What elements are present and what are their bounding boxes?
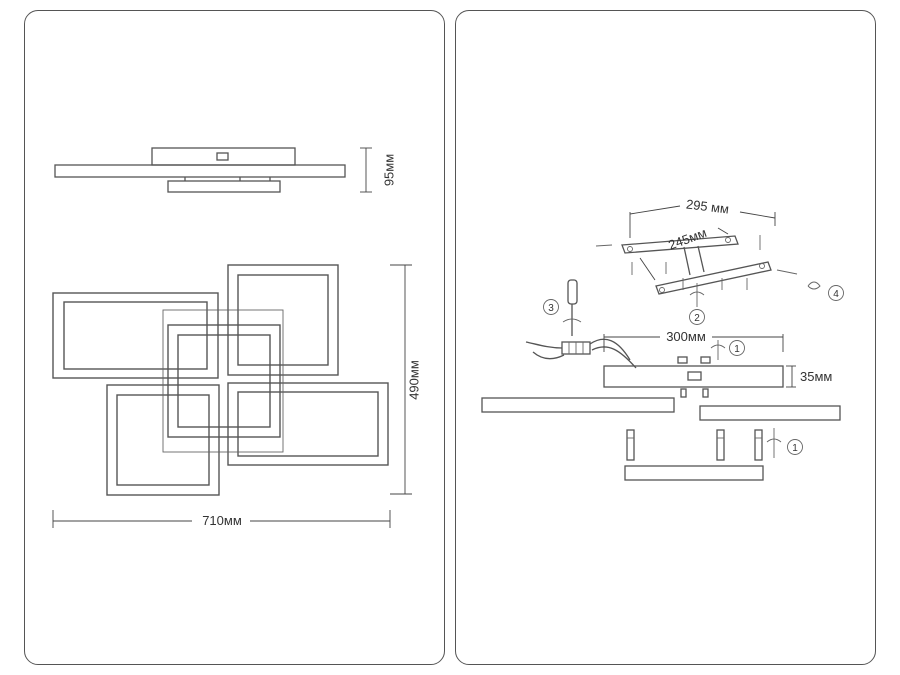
side-view-driver-icon bbox=[216, 152, 229, 161]
dimension-base-length: 300мм bbox=[603, 329, 784, 352]
step-marker-1-top: 1 bbox=[710, 340, 745, 360]
step-marker-4: 4 bbox=[828, 285, 844, 301]
mounting-bracket bbox=[595, 235, 821, 295]
step-marker-1-bottom: 1 bbox=[787, 439, 803, 455]
dimension-height-side: 95мм bbox=[360, 147, 396, 193]
dimension-width-top: 710мм bbox=[52, 510, 391, 528]
frame-bar-left bbox=[481, 397, 675, 413]
side-view bbox=[54, 147, 346, 193]
svg-text:2: 2 bbox=[694, 313, 700, 324]
step-marker-3: 3 bbox=[543, 299, 559, 315]
dimension-height-top: 490мм bbox=[390, 264, 421, 495]
dim-height-side-label: 95мм bbox=[381, 154, 396, 186]
terminal-block bbox=[525, 338, 637, 369]
dimension-base-height: 35мм bbox=[786, 365, 832, 388]
side-view-upper-frame bbox=[54, 164, 346, 178]
svg-text:1: 1 bbox=[792, 443, 798, 454]
left-panel bbox=[24, 10, 445, 665]
side-view-canopy bbox=[151, 147, 296, 166]
frame-bar-bottom bbox=[624, 465, 764, 481]
step-marker-2: 2 bbox=[689, 283, 705, 325]
top-view bbox=[52, 264, 389, 496]
svg-text:4: 4 bbox=[833, 289, 839, 300]
dim-base-height-label: 35мм bbox=[800, 369, 832, 384]
dim-bracket-length-label: 295 мм bbox=[685, 196, 730, 216]
dimension-bracket-spacing: 245мм bbox=[639, 225, 729, 281]
side-view-lower-frame bbox=[167, 180, 281, 193]
svg-text:1: 1 bbox=[734, 344, 740, 355]
base-canopy bbox=[603, 365, 784, 388]
connectors bbox=[626, 428, 782, 461]
dim-width-top-label: 710мм bbox=[202, 513, 242, 528]
frame-bar-right bbox=[699, 405, 841, 421]
screwdriver bbox=[562, 279, 582, 336]
svg-text:3: 3 bbox=[548, 303, 554, 314]
right-panel bbox=[455, 10, 876, 665]
dimension-bracket-length: 295 мм bbox=[629, 196, 776, 238]
dim-height-top-label: 490мм bbox=[406, 360, 421, 400]
dim-base-length-label: 300мм bbox=[666, 329, 706, 344]
